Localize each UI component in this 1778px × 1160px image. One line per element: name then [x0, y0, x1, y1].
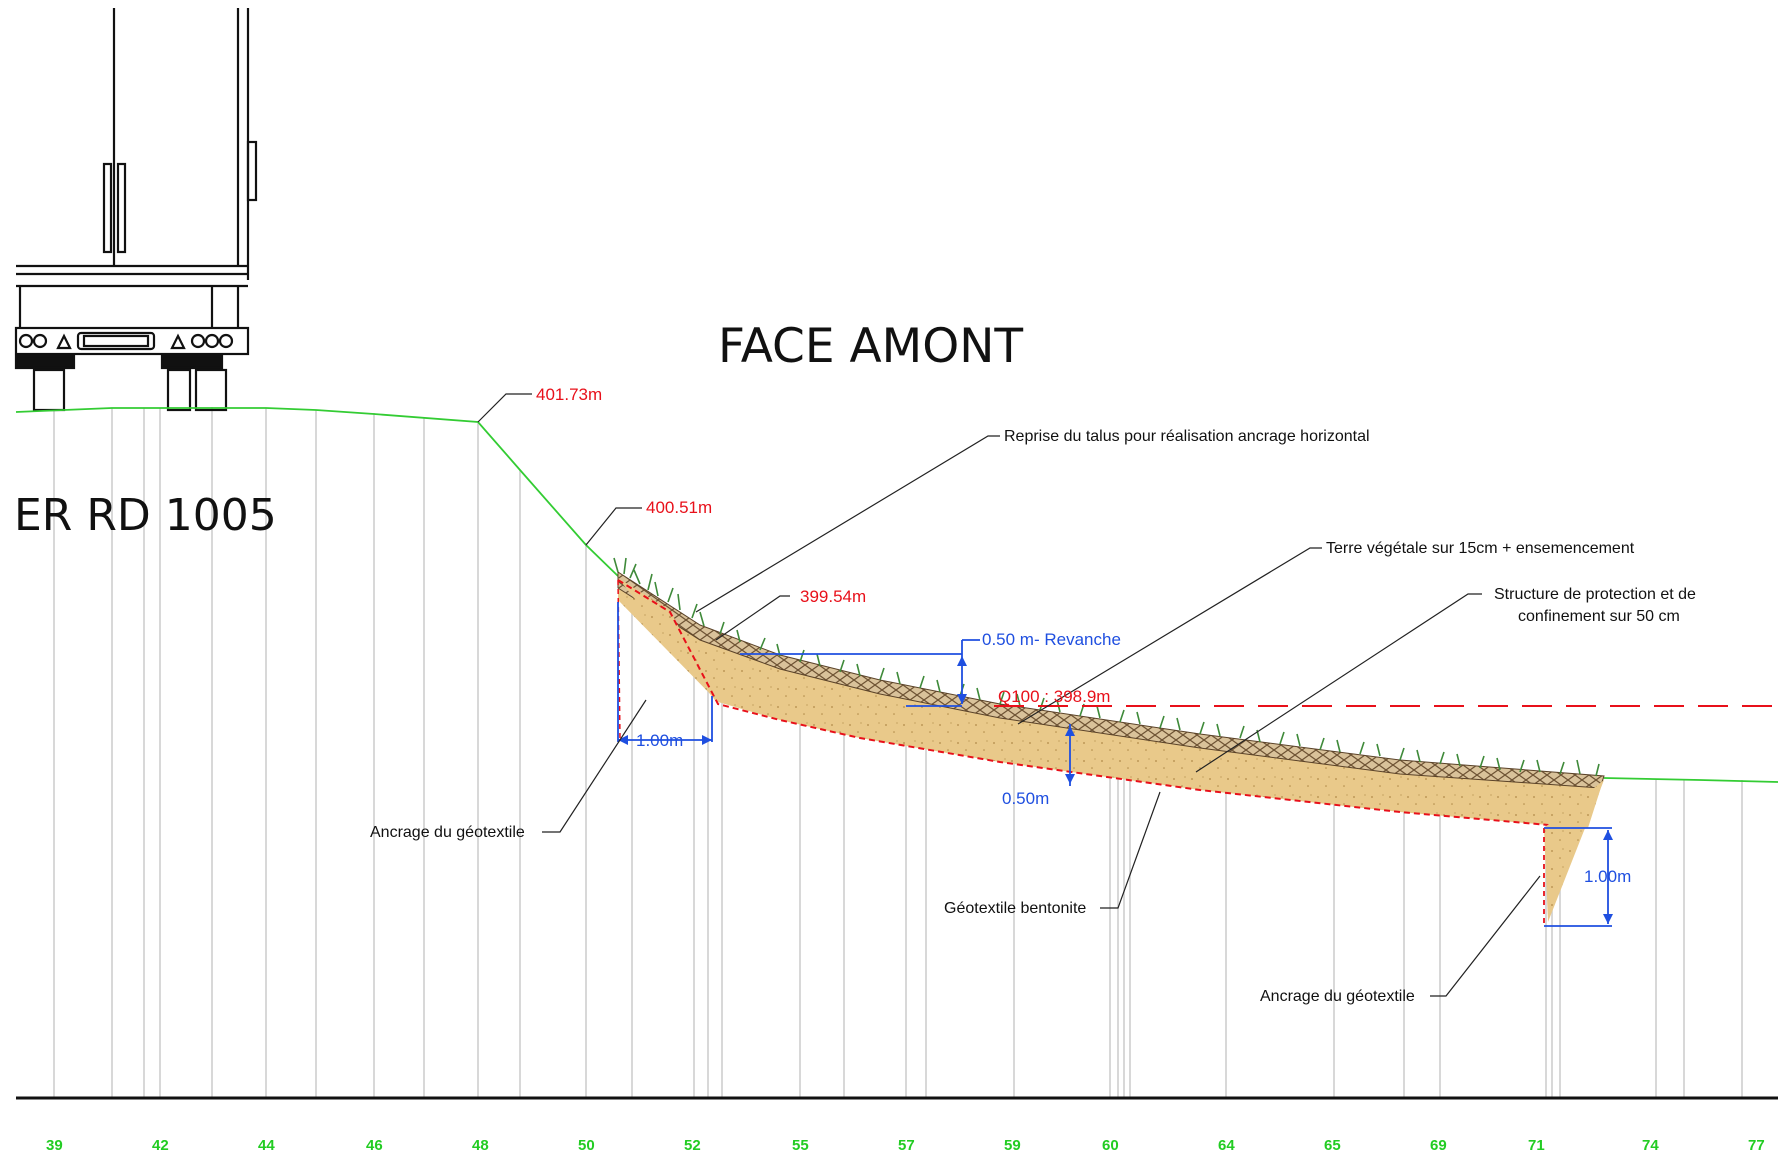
- axis-label: 74: [1642, 1137, 1659, 1154]
- axis-label: 65: [1324, 1137, 1341, 1154]
- callout-reprise: Reprise du talus pour réalisation ancrag…: [1004, 428, 1370, 445]
- axis-label: 60: [1102, 1137, 1119, 1154]
- axis-label: 59: [1004, 1137, 1021, 1154]
- axis-label: 69: [1430, 1137, 1447, 1154]
- callout-ancrage-left: Ancrage du géotextile: [370, 824, 525, 841]
- callout-geotextile: Géotextile bentonite: [944, 900, 1086, 917]
- axis-label: 42: [152, 1137, 169, 1154]
- anchor-left-dimension: 1.00m: [636, 731, 683, 750]
- callout-structure-line1: Structure de protection et de: [1494, 586, 1696, 603]
- axis-label: 52: [684, 1137, 701, 1154]
- q100-label: Q100 : 398.9m: [998, 687, 1110, 706]
- protection-structure: [617, 571, 1605, 926]
- axis-label: 39: [46, 1137, 63, 1154]
- station-lines: [53, 407, 1743, 1098]
- axis-label: 48: [472, 1137, 489, 1154]
- dimension-lines: [617, 602, 1612, 927]
- elevation-label-1: 401.73m: [536, 385, 602, 404]
- axis-label: 46: [366, 1137, 383, 1154]
- truck-icon: [14, 8, 258, 412]
- elevation-label-3: 399.54m: [800, 587, 866, 606]
- axis-label: 71: [1528, 1137, 1545, 1154]
- station-axis: 39 42 44 46 48 50 52 55 57 59 60 64 65 6…: [46, 1137, 1765, 1154]
- axis-label: 57: [898, 1137, 915, 1154]
- axis-label: 64: [1218, 1137, 1235, 1154]
- axis-label: 77: [1748, 1137, 1765, 1154]
- side-title: ER RD 1005: [14, 490, 277, 541]
- revanche-label: 0.50 m- Revanche: [982, 630, 1121, 649]
- callout-structure-line2: confinement sur 50 cm: [1518, 608, 1680, 625]
- main-title: FACE AMONT: [718, 319, 1023, 374]
- dimension-arrowheads: [618, 656, 1613, 924]
- axis-label: 44: [258, 1137, 275, 1154]
- leader-lines: [477, 393, 1541, 997]
- elevation-label-2: 400.51m: [646, 498, 712, 517]
- layer-depth-dimension: 0.50m: [1002, 789, 1049, 808]
- anchor-right-dimension: 1.00m: [1584, 867, 1631, 886]
- callout-terre: Terre végétale sur 15cm + ensemencement: [1326, 540, 1635, 557]
- axis-label: 50: [578, 1137, 595, 1154]
- axis-label: 55: [792, 1137, 809, 1154]
- callout-ancrage-right: Ancrage du géotextile: [1260, 988, 1415, 1005]
